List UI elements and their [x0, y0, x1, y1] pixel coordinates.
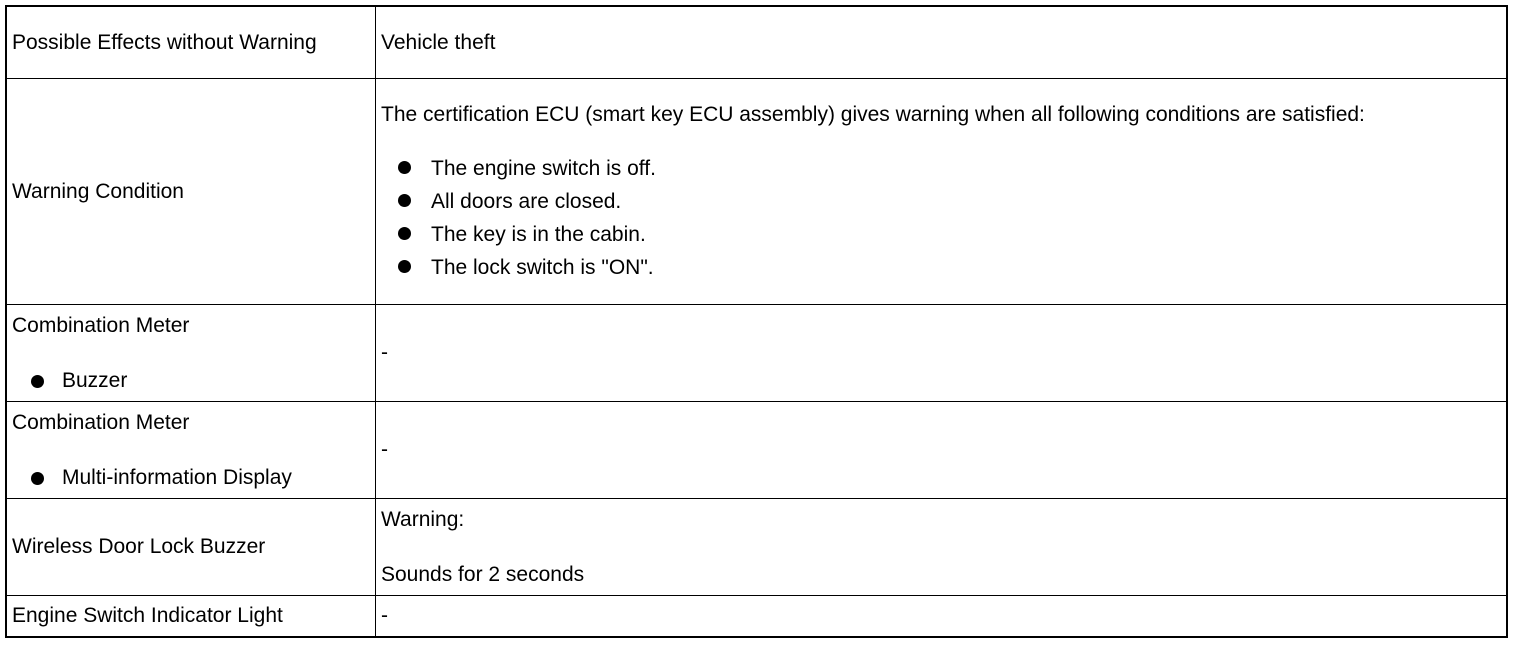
spacer — [12, 341, 375, 366]
table-row: Wireless Door Lock Buzzer Warning: Sound… — [6, 498, 1507, 596]
bullet-icon — [398, 193, 411, 207]
row-value-cell: Warning: Sounds for 2 seconds — [375, 498, 1507, 596]
sub-list: Buzzer — [12, 366, 375, 396]
row-label-cell: Wireless Door Lock Buzzer — [6, 498, 376, 596]
spacer — [381, 535, 1506, 560]
table-row: Possible Effects without Warning Vehicle… — [6, 6, 1507, 79]
condition-text: The engine switch is off. — [431, 156, 656, 180]
sub-item-text: Multi-information Display — [62, 465, 292, 489]
row-value-cell: Vehicle theft — [375, 6, 1507, 79]
spacer — [381, 130, 1506, 152]
list-item: All doors are closed. — [381, 185, 1506, 218]
warning-sound-text: Sounds for 2 seconds — [381, 562, 585, 586]
row-value-cell: - — [375, 595, 1507, 637]
table-row: Combination Meter Buzzer - — [6, 304, 1507, 402]
row-value-cell: - — [375, 304, 1507, 402]
warning-spec-table: Possible Effects without Warning Vehicle… — [5, 5, 1508, 638]
row-label-cell: Combination Meter Buzzer — [6, 304, 376, 402]
row-value-cell: - — [375, 401, 1507, 499]
list-item: The engine switch is off. — [381, 152, 1506, 185]
warning-description: The certification ECU (smart key ECU ass… — [381, 102, 1365, 126]
row-label-cell: Combination Meter Multi-information Disp… — [6, 401, 376, 499]
row-label-cell: Engine Switch Indicator Light — [6, 595, 376, 637]
row-value-cell: The certification ECU (smart key ECU ass… — [375, 78, 1507, 305]
warning-label: Warning: — [381, 507, 465, 531]
sub-item-text: Buzzer — [62, 368, 128, 392]
list-item: Multi-information Display — [12, 463, 375, 493]
row-label-cell: Warning Condition — [6, 78, 376, 305]
condition-text: All doors are closed. — [431, 189, 622, 213]
condition-list: The engine switch is off. All doors are … — [381, 152, 1506, 284]
condition-text: The lock switch is "ON". — [431, 255, 654, 279]
bullet-icon — [398, 259, 411, 273]
bullet-icon — [398, 226, 411, 240]
table-row: Combination Meter Multi-information Disp… — [6, 401, 1507, 499]
list-item: The key is in the cabin. — [381, 218, 1506, 251]
row-label-cell: Possible Effects without Warning — [6, 6, 376, 79]
bullet-icon — [31, 374, 44, 388]
table-row: Engine Switch Indicator Light - — [6, 595, 1507, 637]
table-row: Warning Condition The certification ECU … — [6, 78, 1507, 305]
row-label: Combination Meter — [12, 410, 190, 434]
list-item: The lock switch is "ON". — [381, 251, 1506, 284]
sub-list: Multi-information Display — [12, 463, 375, 493]
list-item: Buzzer — [12, 366, 375, 396]
spacer — [12, 438, 375, 463]
condition-text: The key is in the cabin. — [431, 222, 646, 246]
bullet-icon — [398, 160, 411, 174]
bullet-icon — [31, 471, 44, 485]
row-label: Combination Meter — [12, 313, 190, 337]
